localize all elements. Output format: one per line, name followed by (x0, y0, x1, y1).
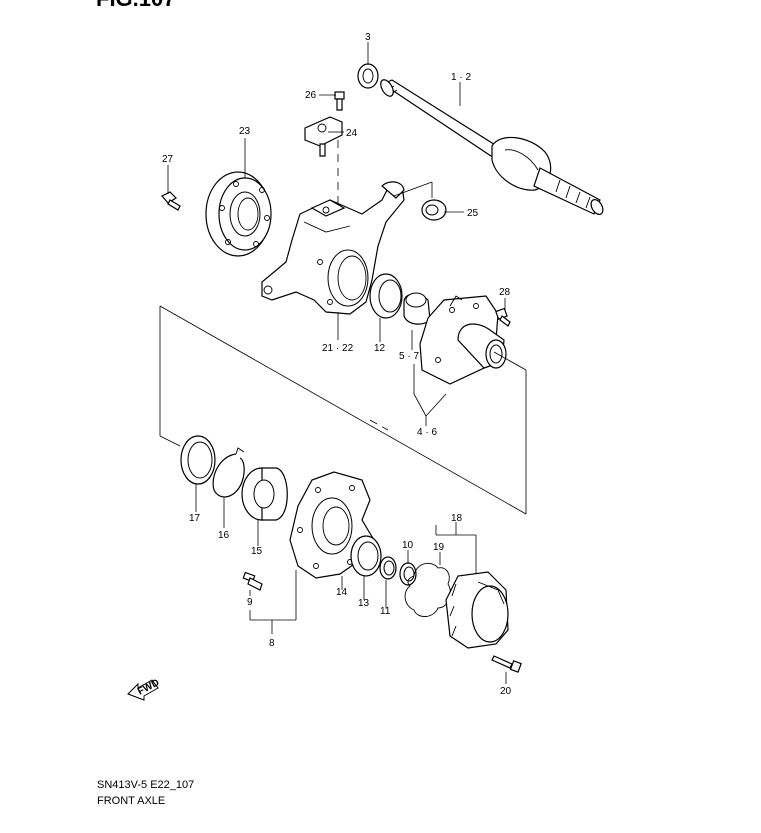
fwd-label: FWD (136, 677, 161, 697)
callout-27: 27 (162, 154, 174, 165)
callout-3: 3 (365, 32, 371, 43)
callout-25: 25 (467, 208, 479, 219)
callout-19: 19 (433, 542, 445, 553)
callout-17: 17 (189, 513, 201, 524)
steering-knuckle-21-22 (261, 181, 405, 315)
snap-ring-11 (379, 556, 397, 580)
spindle-4-6 (419, 295, 507, 385)
callout-20: 20 (500, 686, 512, 697)
callout-18: 18 (451, 513, 463, 524)
callout-26: 26 (305, 90, 317, 101)
callout-1-2: 1 · 2 (451, 72, 471, 83)
plate-24 (304, 116, 343, 157)
hub-flange-23 (205, 171, 272, 257)
callout-15: 15 (251, 546, 263, 557)
callout-14: 14 (336, 587, 348, 598)
callout-23: 23 (239, 126, 251, 137)
seal-12 (369, 273, 403, 319)
callout-5-7: 5 · 7 (399, 351, 419, 362)
figure-heading: FIG.107 (96, 0, 175, 11)
bolt-26 (334, 91, 345, 111)
bolt-20 (491, 655, 522, 673)
callout-10: 10 (402, 540, 414, 551)
seal-17 (180, 435, 216, 485)
ring-13 (350, 535, 382, 577)
callout-9: 9 (247, 597, 253, 608)
diagram-title: FRONT AXLE (97, 795, 166, 807)
callout-28: 28 (499, 287, 511, 298)
drive-shaft (380, 79, 604, 215)
locking-hub-18 (445, 571, 509, 649)
callout-12: 12 (374, 343, 386, 354)
callout-21-22: 21 · 22 (322, 343, 354, 354)
bushing-5-7 (403, 292, 431, 325)
stud-bolt-9 (242, 571, 263, 591)
washer-3 (357, 63, 379, 89)
fwd-arrow-icon: FWD (127, 677, 161, 701)
callout-16: 16 (218, 530, 230, 541)
snap-ring-16 (212, 447, 245, 498)
bolt-27 (161, 191, 181, 211)
diagram-code: SN413V-5 E22_107 (97, 779, 195, 791)
callout-13: 13 (358, 598, 370, 609)
leader-lines (159, 42, 527, 684)
callout-4-6: 4 · 6 (417, 427, 437, 438)
bolt-28 (495, 307, 511, 327)
callout-8: 8 (269, 638, 275, 649)
bearing-25 (421, 199, 447, 221)
bearing-15 (241, 467, 288, 521)
callout-24: 24 (346, 128, 358, 139)
callout-11: 11 (380, 606, 391, 617)
gasket-19 (404, 562, 451, 617)
